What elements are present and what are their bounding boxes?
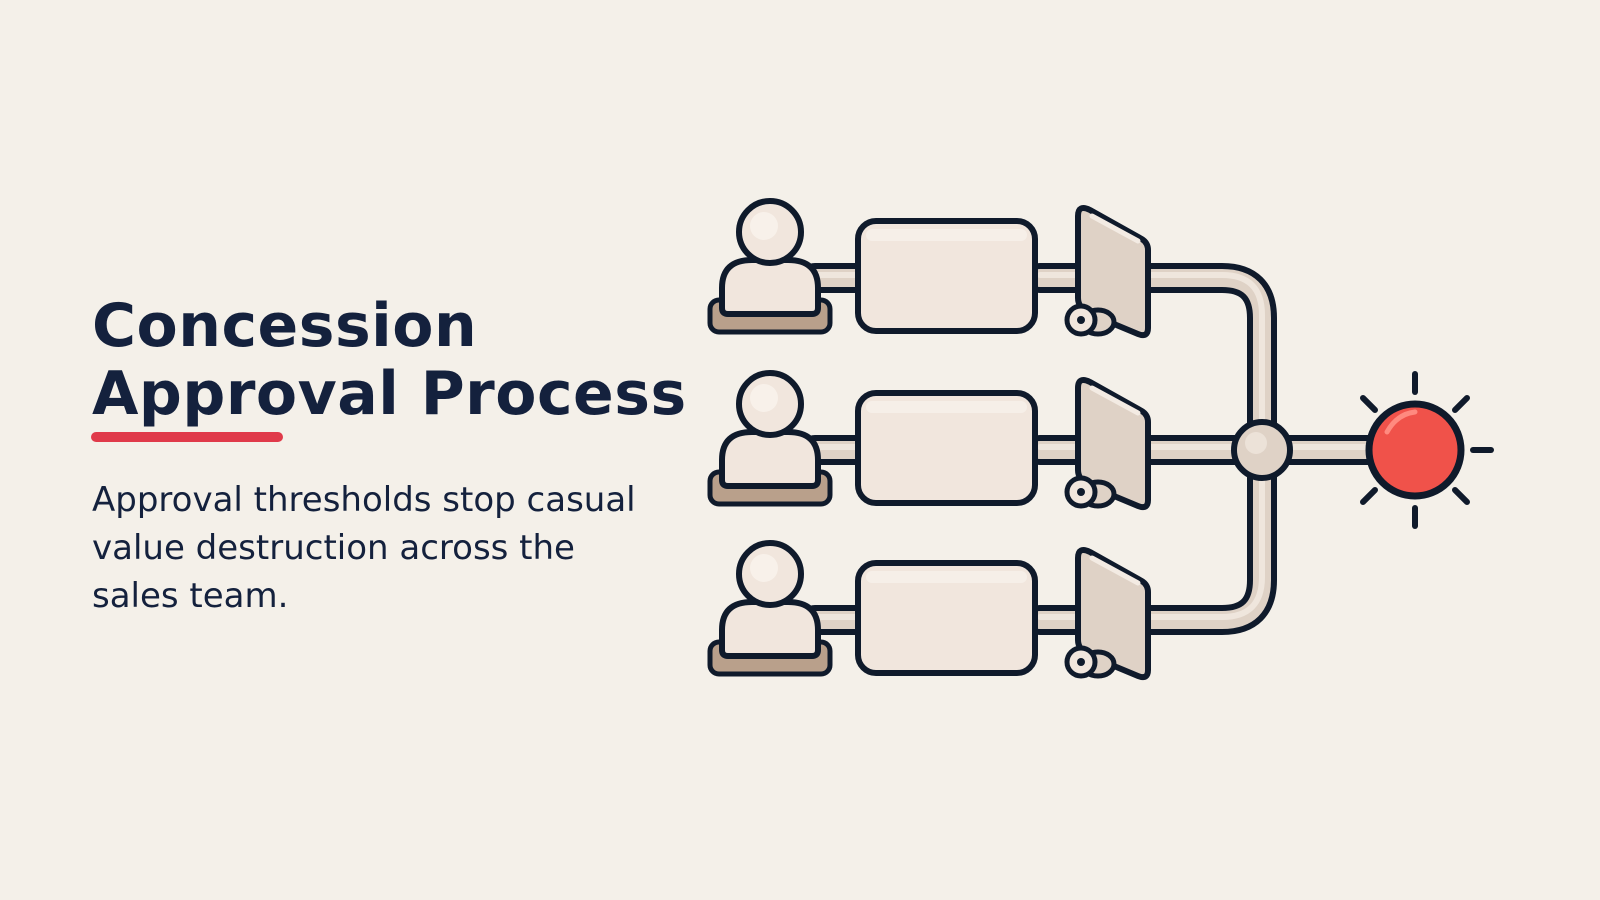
slide-subtitle: Approval thresholds stop casual value de…: [92, 480, 636, 616]
alert-ray: [1360, 395, 1378, 413]
approval-gate: [1064, 205, 1151, 339]
merge-group: [1231, 371, 1494, 529]
text-block: Concession Approval Process Approval thr…: [91, 292, 692, 620]
junction-node-icon: [1231, 419, 1293, 481]
person-icon: [707, 198, 833, 335]
approval-lanes: [707, 198, 1151, 681]
alert-ray: [1452, 487, 1470, 505]
alert-ray: [1452, 395, 1470, 413]
process-box: [855, 218, 1038, 334]
approval-lane: [707, 540, 1151, 681]
process-box: [855, 560, 1038, 676]
slide-title: Concession Approval Process: [92, 292, 692, 428]
title-line-1: Concession: [92, 291, 478, 361]
red-alert-light-icon: [1360, 371, 1494, 529]
approval-lane: [707, 198, 1151, 339]
alert-ray: [1360, 487, 1378, 505]
person-icon: [707, 370, 833, 507]
pipe-bottom-to-merge: [1135, 435, 1277, 635]
approval-lane: [707, 370, 1151, 511]
title-line-2: Approval Process: [92, 359, 687, 429]
pipe-top-to-merge: [1135, 263, 1277, 465]
approval-gate: [1064, 547, 1151, 681]
process-box: [855, 390, 1038, 506]
person-icon: [707, 540, 833, 677]
approval-gate: [1064, 377, 1151, 511]
title-accent-underline: [91, 432, 283, 442]
